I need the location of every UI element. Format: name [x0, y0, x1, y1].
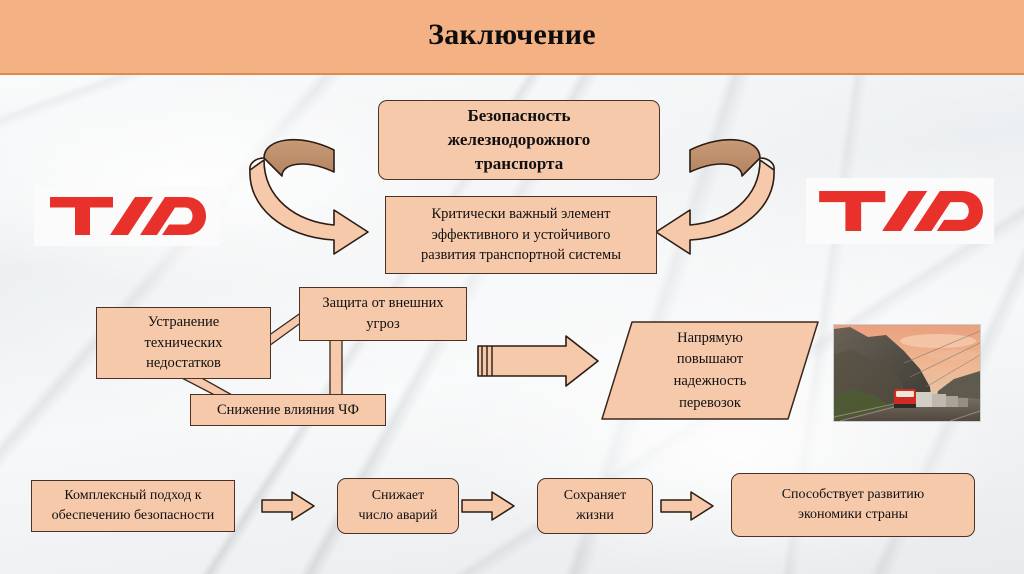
- bottom-arrow-1: [261, 491, 315, 521]
- box-external-threats[interactable]: Защита от внешних угроз: [299, 287, 467, 341]
- subtitle-box-text: Критически важный элемент эффективного и…: [421, 206, 621, 264]
- main-title-box-text: Безопасность железнодорожного транспорта: [447, 105, 591, 174]
- box-comprehensive-approach[interactable]: Комплексный подход к обеспечению безопас…: [31, 480, 235, 532]
- curved-arrow-left-side: [249, 138, 369, 255]
- box-fewer-accidents-text: Снижает число аварий: [358, 488, 438, 523]
- box-saves-lives-text: Сохраняет жизни: [563, 488, 627, 523]
- rzd-logo-left: [34, 186, 220, 246]
- page-title: Заключение: [428, 18, 596, 51]
- main-title-box[interactable]: Безопасность железнодорожного транспорта: [378, 100, 660, 180]
- rzd-logo-left-glyph: [50, 197, 206, 235]
- connector-threats-to-human: [329, 338, 343, 397]
- box-economy-development-text: Способствует развитию экономики страны: [781, 487, 925, 522]
- box-human-factor-text: Снижение влияния ЧФ: [216, 401, 360, 418]
- subtitle-box[interactable]: Критически важный элемент эффективного и…: [385, 196, 657, 274]
- rzd-logo-right: [806, 178, 994, 244]
- box-external-threats-text: Защита от внешних угроз: [322, 295, 444, 332]
- block-arrow-to-result: [477, 335, 599, 387]
- result-parallelogram-label: Напрямую повышают надежность перевозок: [673, 329, 747, 411]
- train-locomotive: [894, 389, 968, 408]
- box-saves-lives[interactable]: Сохраняет жизни: [537, 478, 653, 534]
- box-technical-deficiencies-text: Устранение технических недостатков: [144, 314, 223, 372]
- box-economy-development[interactable]: Способствует развитию экономики страны: [731, 473, 975, 537]
- train-photo: [833, 324, 981, 422]
- box-fewer-accidents[interactable]: Снижает число аварий: [337, 478, 459, 534]
- curved-arrow-right-side: [655, 138, 775, 255]
- rzd-logo-right-glyph: [819, 191, 983, 231]
- box-comprehensive-approach-text: Комплексный подход к обеспечению безопас…: [51, 488, 215, 523]
- box-human-factor[interactable]: Снижение влияния ЧФ: [190, 394, 386, 426]
- train-photo-illustration: [834, 325, 980, 421]
- slide-header-band: [0, 0, 1024, 75]
- box-technical-deficiencies[interactable]: Устранение технических недостатков: [96, 307, 271, 379]
- result-parallelogram: [601, 321, 819, 420]
- bottom-arrow-2: [461, 491, 515, 521]
- bottom-arrow-3: [660, 491, 714, 521]
